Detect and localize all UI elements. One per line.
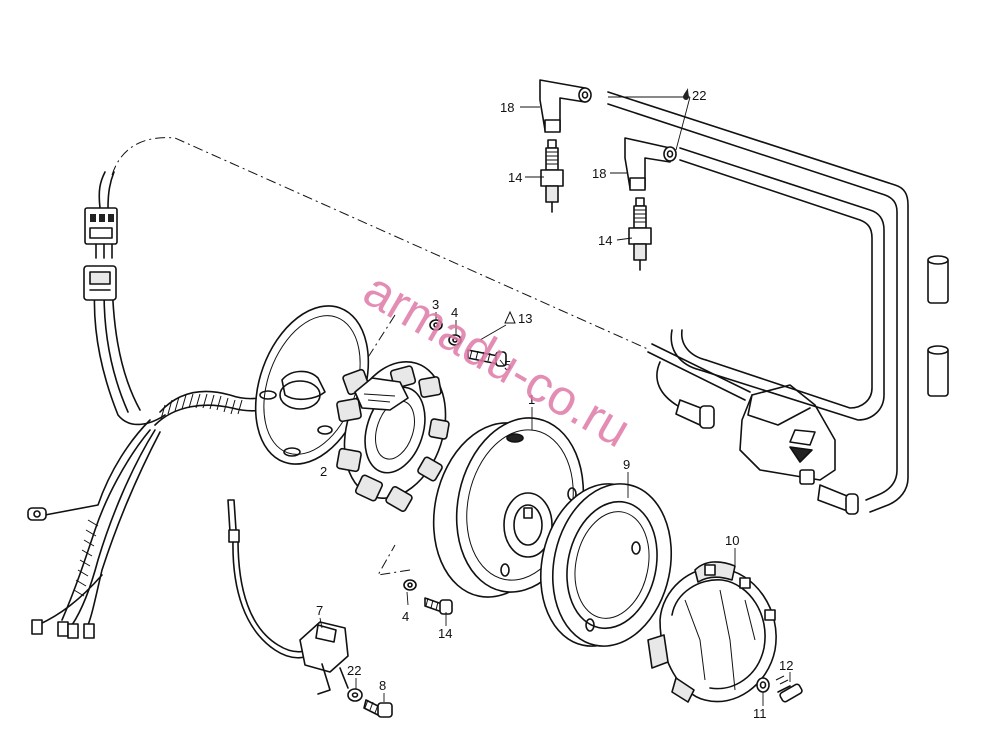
stator-assembly [336, 360, 450, 512]
pickup-sensor-cable [227, 499, 319, 659]
callout-22-lower: 22 [347, 663, 361, 678]
spark-plug-cap-lower [624, 137, 677, 191]
callout-14-plug: 14 [598, 233, 612, 248]
screw-8 [363, 699, 393, 718]
washer-4-upper [448, 334, 462, 346]
washer-4-lower [403, 579, 417, 591]
assembly-axis-line-2 [364, 314, 396, 363]
callout-7: 7 [316, 603, 323, 618]
washer-11 [756, 677, 770, 693]
leader-lines [319, 96, 791, 706]
callout-5: 5 [504, 358, 511, 373]
callout-4-upper: 4 [451, 305, 458, 320]
washer-3 [429, 319, 443, 331]
bolt-14-lower [424, 597, 453, 615]
spark-plug-lower [628, 197, 652, 271]
assembly-axis-line [111, 137, 651, 351]
triangle-drop-icon [504, 310, 516, 324]
callout-14-lower: 14 [438, 626, 452, 641]
alternator-cover [647, 561, 777, 703]
high-tension-leads [607, 91, 909, 513]
rubber-sleeve-upper [927, 255, 949, 304]
callout-10: 10 [725, 533, 739, 548]
assembly-axis-line-3 [377, 544, 411, 576]
pickup-sensor-7 [299, 621, 349, 695]
callout-18-upper: 18 [500, 100, 514, 115]
callout-13: 13 [518, 311, 532, 326]
callout-12: 12 [779, 658, 793, 673]
callout-8: 8 [379, 678, 386, 693]
drop-icon [683, 88, 689, 100]
washer-22 [347, 688, 363, 702]
wiring-harness [27, 171, 286, 639]
callout-9: 9 [623, 457, 630, 472]
screw-12 [775, 675, 803, 703]
bolt-5 [467, 349, 507, 367]
spark-plug-cap-upper [539, 79, 592, 133]
starter-drum [539, 483, 673, 647]
callout-4-lower: 4 [402, 609, 409, 624]
callout-14-upper: 14 [508, 170, 522, 185]
ignition-coil [647, 343, 859, 515]
callout-22-upper: 22 [692, 88, 706, 103]
callout-2: 2 [320, 464, 327, 479]
rubber-sleeve-lower [927, 345, 949, 397]
callout-18-lower: 18 [592, 166, 606, 181]
callout-3: 3 [432, 297, 439, 312]
callout-1: 1 [528, 392, 535, 407]
multi-pin-connector-male [84, 207, 118, 259]
callout-11: 11 [753, 706, 767, 721]
multi-pin-connector-female [83, 265, 117, 301]
spark-plug-upper [540, 139, 564, 213]
callout-labels: 18 14 18 14 22 3 4 13 5 1 2 9 10 7 4 14 … [316, 88, 793, 721]
